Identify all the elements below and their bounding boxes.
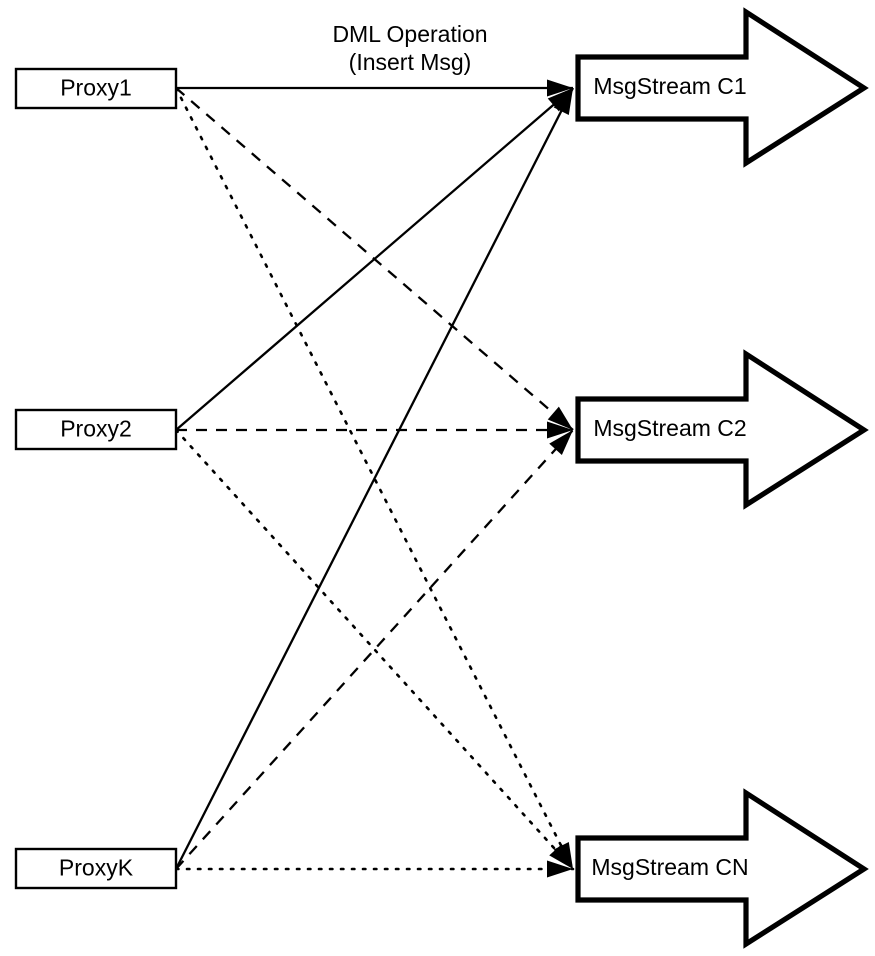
streams-layer: MsgStream C1 MsgStream C2 MsgStream CN — [575, 7, 869, 949]
msgstream-shape-c2 — [575, 349, 869, 510]
node-label-proxy2: Proxy2 — [60, 416, 132, 442]
node-proxy2[interactable]: Proxy2 — [14, 408, 178, 451]
edge-proxy2-cn — [174, 428, 575, 871]
msgstream-label-cn: MsgStream CN — [591, 854, 748, 880]
arrowhead-proxy2-cn — [549, 844, 573, 869]
node-proxy1[interactable]: Proxy1 — [14, 67, 178, 110]
arrowheads-layer — [547, 79, 573, 878]
dml-operation-label: DML Operation — [332, 21, 487, 47]
msgstream-cn[interactable]: MsgStream CN — [575, 788, 869, 949]
msgstream-shape-cn — [575, 788, 869, 949]
arrowhead-proxyK-c1 — [553, 88, 573, 116]
insert-msg-label: (Insert Msg) — [349, 49, 472, 75]
node-proxyK[interactable]: ProxyK — [14, 847, 178, 890]
arrowhead-proxyK-c2 — [549, 430, 573, 455]
edge-proxy2-c1 — [175, 87, 574, 431]
msgstream-c1[interactable]: MsgStream C1 — [575, 7, 869, 168]
edge-proxy1-cn — [174, 86, 575, 871]
node-label-proxyK: ProxyK — [59, 855, 134, 881]
arrowhead-proxy2-c2 — [547, 421, 573, 439]
arrowhead-proxy1-c1 — [547, 79, 573, 97]
node-box-proxy2 — [14, 408, 178, 451]
arrowhead-proxy2-c1 — [547, 88, 573, 112]
arrowhead-proxyK-cn — [547, 860, 573, 878]
msgstream-label-c1: MsgStream C1 — [593, 73, 746, 99]
arrowhead-proxy1-c2 — [547, 406, 573, 430]
node-box-proxy1 — [14, 67, 178, 110]
edges-layer — [174, 86, 575, 871]
msgstream-label-c2: MsgStream C2 — [593, 415, 746, 441]
msgstream-c2[interactable]: MsgStream C2 — [575, 349, 869, 510]
node-label-proxy1: Proxy1 — [60, 75, 132, 101]
node-box-proxyK — [14, 847, 178, 890]
msgstream-shape-c1 — [575, 7, 869, 168]
edge-proxyK-c1 — [174, 87, 575, 870]
